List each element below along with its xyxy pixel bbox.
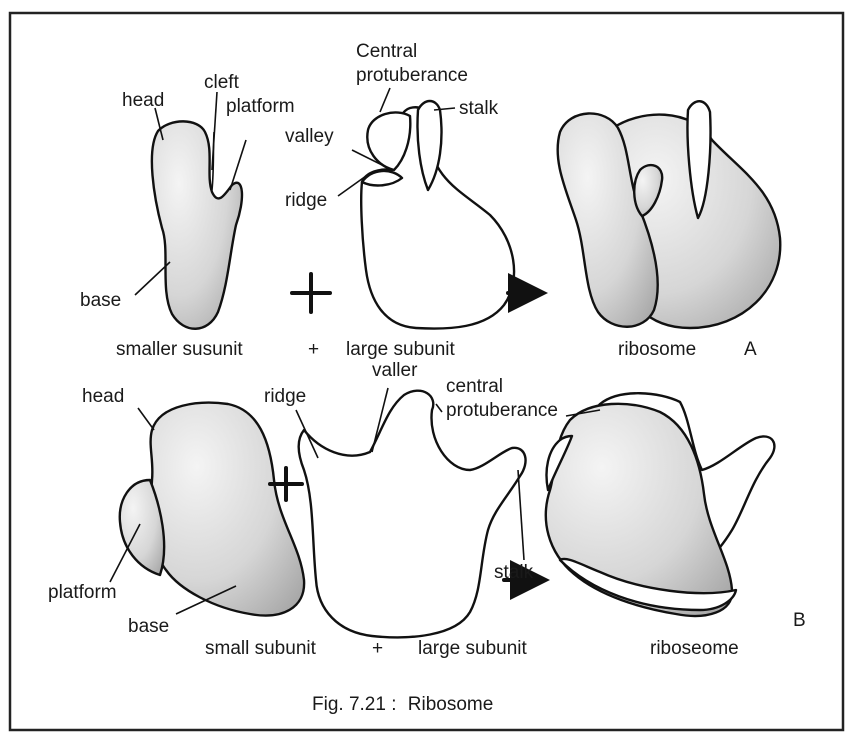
label-platform-a: platform: [226, 96, 295, 117]
label-head-b: head: [82, 386, 124, 407]
panel-letter-b: B: [793, 610, 806, 631]
label-ridge-a: ridge: [285, 190, 327, 211]
bottom-small-b: small subunit: [205, 638, 317, 659]
label-ridge-b: ridge: [264, 386, 306, 407]
label-central-a: Central: [356, 41, 417, 62]
label-protuberance-b: protuberance: [446, 400, 558, 421]
caption-title: Ribosome: [408, 694, 494, 715]
bottom-large-a: large subunit: [346, 339, 456, 360]
label-valley-a: valley: [285, 126, 334, 147]
bottom-result-b: riboseome: [650, 638, 739, 659]
label-base-b: base: [128, 616, 169, 637]
bottom-plus-a: +: [308, 339, 319, 360]
label-head-a: head: [122, 90, 164, 111]
label-cleft-a: cleft: [204, 72, 240, 93]
label-stalk-a: stalk: [459, 98, 499, 119]
bottom-plus-b: +: [372, 638, 383, 659]
bottom-result-a: ribosome: [618, 339, 696, 360]
label-valler-b: valler: [372, 360, 418, 381]
label-central-b: central: [446, 376, 503, 397]
label-platform-b: platform: [48, 582, 117, 603]
caption-label: Fig. 7.21 :: [312, 694, 397, 715]
label-base-a: base: [80, 290, 121, 311]
label-stalk-b: stalk: [494, 562, 534, 583]
bottom-small-a: smaller susunit: [116, 339, 243, 360]
bottom-large-b: large subunit: [418, 638, 528, 659]
label-protuberance-a: protuberance: [356, 65, 468, 86]
panel-letter-a: A: [744, 339, 757, 360]
